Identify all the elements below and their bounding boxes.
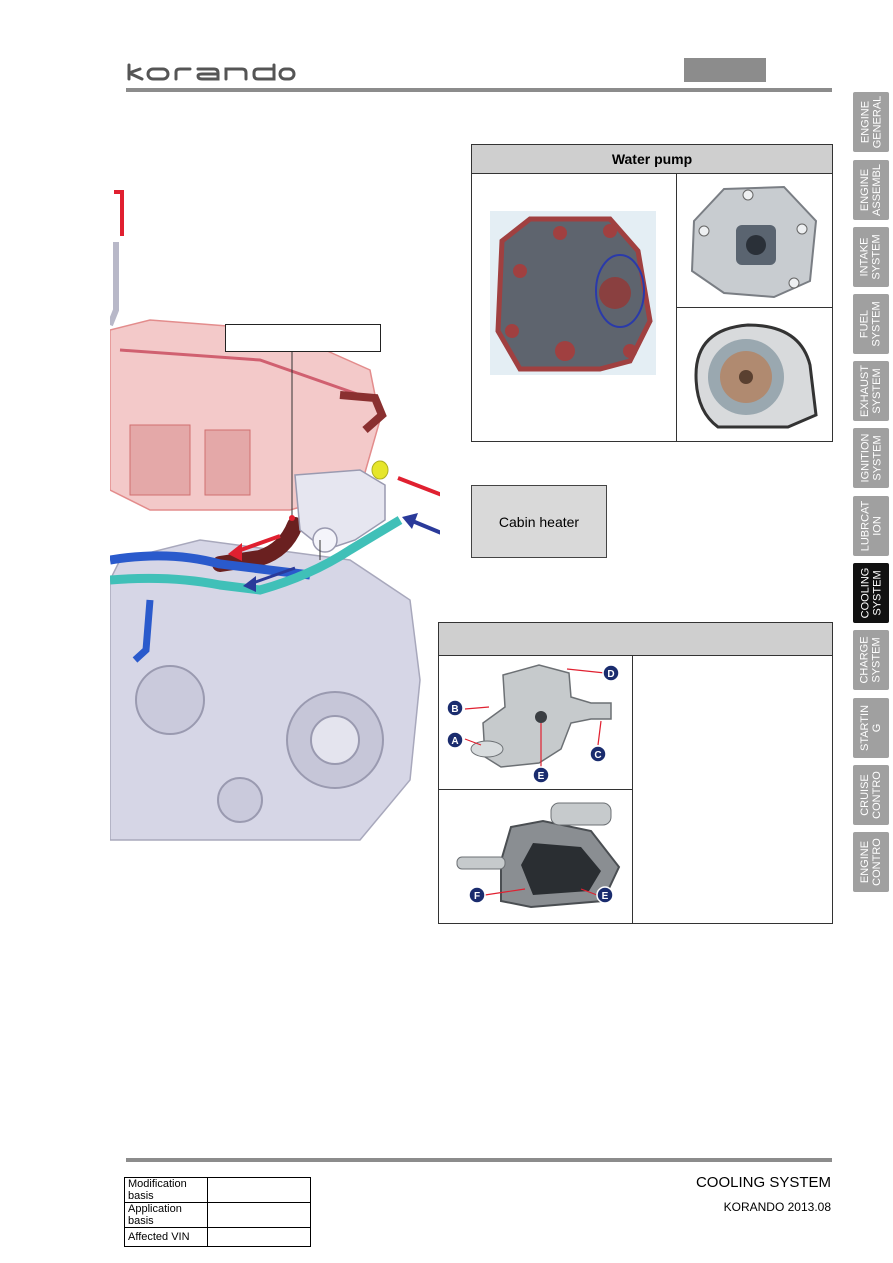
side-tab-cooling-system[interactable]: COOLING SYSTEM [853,563,889,623]
water-pump-impeller-image [694,323,818,429]
thermostat-housing-front-image: A B C D E [446,664,620,784]
label-c-text: C [594,750,601,761]
label-d-text: D [607,669,614,680]
side-tab-exhaust-system[interactable]: EXHAUST SYSTEM [853,361,889,421]
side-tab-label: CRUISE CONTRO [859,771,884,819]
label-e-marker [532,766,550,784]
table-divider [676,173,677,441]
water-pump-header: Water pump [472,145,832,174]
table-row: Application basis [124,1202,311,1228]
side-tab-label: LUBRCAT ION [859,500,883,552]
side-tab-charge-system[interactable]: CHARGE SYSTEM [853,630,889,690]
side-tab-engine-general[interactable]: ENGINE GENERAL [853,92,889,152]
thermostat-header [439,623,832,656]
modification-basis-label: Modification basis [124,1177,208,1203]
table-divider [677,307,833,308]
timing-cover-image [490,211,656,375]
label-f-text: F [474,891,480,902]
affected-vin-value [207,1227,311,1247]
side-tab-label: EXHAUST SYSTEM [859,365,883,417]
side-tab-label: STARTIN G [859,704,884,752]
label-a-marker [446,731,464,749]
side-tab-engine-assembly[interactable]: ENGINE ASSEMBL [853,160,889,220]
water-pump-front-image [690,185,818,299]
side-tab-ignition-system[interactable]: IGNITION SYSTEM [853,428,889,488]
table-row: Affected VIN [124,1227,311,1247]
modification-basis-value [207,1177,311,1203]
label-f-marker [468,886,486,904]
footer-model-year: KORANDO 2013.08 [723,1200,831,1214]
footer-section-title: COOLING SYSTEM [695,1174,831,1191]
modification-table: Modification basis Application basis Aff… [124,1177,311,1247]
label-e-text-rear: E [602,891,609,902]
label-e-text: E [538,771,545,782]
side-tab-label: COOLING SYSTEM [859,567,884,619]
korando-logo [127,63,296,81]
section-tag [684,58,766,82]
side-tab-label: ENGINE ASSEMBL [859,164,883,216]
side-tab-lubrication[interactable]: LUBRCAT ION [853,496,889,556]
side-tab-label: IGNITION SYSTEM [859,433,884,483]
footer-rule [126,1158,832,1162]
table-divider [439,789,633,790]
side-tab-label: FUEL SYSTEM [859,301,884,347]
water-pump-title: Water pump [611,151,693,167]
affected-vin-label: Affected VIN [124,1227,208,1247]
thermostat-table: A B C D E F E [438,622,833,924]
side-tab-label: ENGINE GENERAL [859,95,884,149]
water-pump-table: Water pump [471,144,833,442]
application-basis-label: Application basis [124,1202,208,1228]
side-tab-intake-system[interactable]: INTAKE SYSTEM [853,227,889,287]
side-tab-label: INTAKE SYSTEM [859,234,884,280]
table-row: Modification basis [124,1177,311,1203]
label-b-text: B [451,704,458,715]
label-b-marker [446,699,464,717]
label-c-marker [589,745,607,763]
label-a-text: A [451,736,458,747]
side-tab-label: ENGINE CONTRO [859,838,884,886]
engine-cooling-illustration [110,190,440,841]
header-rule [126,88,832,92]
application-basis-value [207,1202,311,1228]
side-tab-fuel-system[interactable]: FUEL SYSTEM [853,294,889,354]
side-tab-cruise-control[interactable]: CRUISE CONTRO [853,765,889,825]
side-tab-label: CHARGE SYSTEM [859,636,883,684]
cabin-heater-box: Cabin heater [471,485,607,558]
label-e-marker-rear [596,886,614,904]
side-tab-starting[interactable]: STARTIN G [853,698,889,758]
thermostat-housing-rear-image: F E [456,802,621,909]
side-tab-engine-control[interactable]: ENGINE CONTRO [853,832,889,892]
component-callout-box [225,324,381,352]
cabin-heater-label: Cabin heater [498,513,580,530]
label-d-marker [602,664,620,682]
